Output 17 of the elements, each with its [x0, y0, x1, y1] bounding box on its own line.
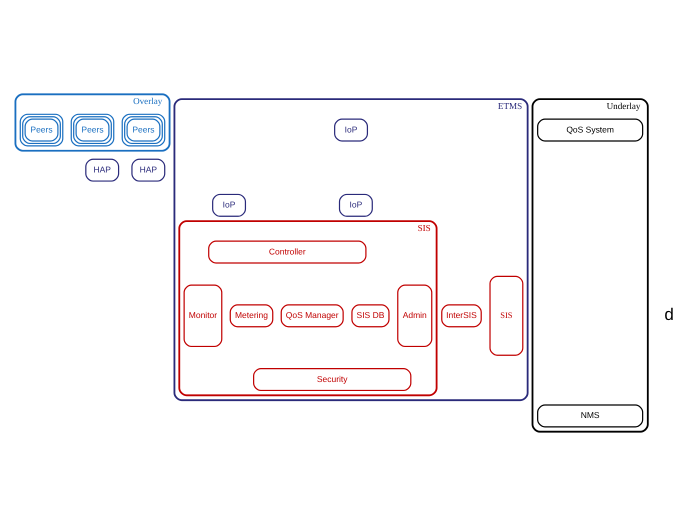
node-box: IoP	[334, 118, 368, 142]
node-box: QoS System	[537, 118, 644, 142]
node-box: IoP	[212, 193, 246, 216]
node-box: Security	[253, 368, 412, 391]
node-box: HAP	[131, 158, 166, 182]
node-box: Monitor	[184, 284, 222, 347]
node-box: IoP	[338, 193, 373, 216]
node-box: Metering	[230, 304, 274, 327]
node-box: HAP	[85, 158, 120, 182]
node-box: SIS	[489, 275, 524, 356]
node-box: Admin	[397, 284, 432, 347]
node-box: Controller	[208, 240, 367, 264]
node-box: SIS DB	[351, 304, 390, 327]
label: d	[664, 304, 674, 324]
node-box: InterSIS	[441, 304, 482, 327]
node-box: QoS Manager	[280, 304, 344, 327]
node-box: NMS	[537, 404, 644, 427]
